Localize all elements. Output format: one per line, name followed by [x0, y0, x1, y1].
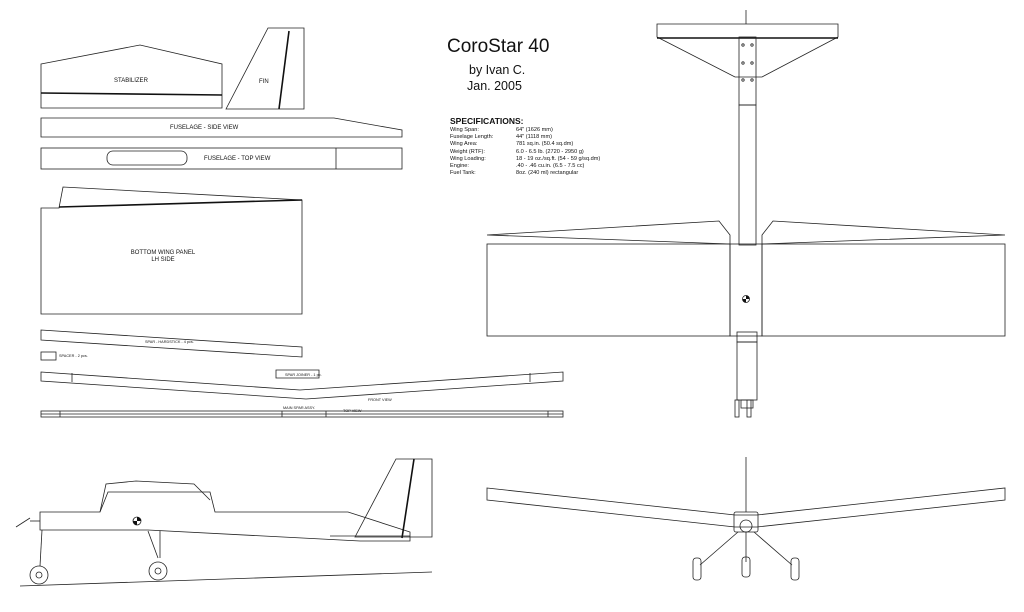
top-view-spar — [40, 410, 564, 418]
spec-value: 18 - 19 oz./sq.ft. (54 - 59 g/sq.dm) — [516, 155, 601, 162]
spec-label: Wing Area: — [450, 141, 478, 148]
aircraft-side-view — [15, 458, 433, 587]
spec-value: 781 sq.in. (50.4 sq.dm) — [516, 141, 574, 148]
spec-row: Weight (RTF): 6.0 - 6.5 lb. (2720 - 2950… — [450, 149, 600, 156]
stabilizer-label: STABILIZER — [114, 78, 148, 84]
spec-value: 6.0 - 6.5 lb. (2720 - 2950 g) — [516, 148, 584, 155]
spec-label: Fuel Tank: — [450, 170, 476, 177]
author: by Ivan C. — [469, 63, 526, 77]
spec-row: Wing Area: 781 sq.in. (50.4 sq.dm) — [450, 141, 600, 148]
spec-value: 64" (1626 mm) — [516, 127, 553, 133]
fuselage-top-part — [40, 147, 403, 170]
fuselage-side-label: FUSELAGE - SIDE VIEW — [170, 125, 239, 131]
spec-label: Wing Span: — [450, 127, 479, 133]
fin-part — [225, 27, 305, 110]
spec-label: Fuselage Length: — [450, 134, 494, 141]
wing-panel-label-line1: BOTTOM WING PANEL — [130, 250, 196, 256]
spar-joiner-label: SPAR JOINER - 1 pc. — [285, 373, 322, 377]
stabilizer-part — [40, 44, 223, 109]
spec-label: Weight (RTF): — [450, 148, 485, 155]
specifications-heading: SPECIFICATIONS: — [450, 116, 524, 126]
spec-value: 8oz. (240 ml) rectangular — [516, 170, 579, 177]
spar-joiner-part — [275, 369, 320, 379]
fuselage-side-part — [40, 117, 403, 138]
plan-date: Jan. 2005 — [467, 79, 522, 93]
spec-row: Fuselage Length: 44" (1118 mm) — [450, 134, 600, 141]
spec-value: .40 - .46 cu.in. (6.5 - 7.5 cc) — [516, 163, 585, 170]
top-view-label: TOP VIEW — [343, 409, 362, 413]
spec-value: 44" (1118 mm) — [516, 134, 552, 141]
aircraft-top-view — [486, 10, 1006, 418]
front-view-spar — [40, 371, 564, 400]
spacer-label: SPACER - 2 pcs. — [59, 354, 88, 358]
fin-label: FIN — [259, 79, 269, 85]
main-spar-assy-label: MAIN SPAR ASSY. — [283, 406, 316, 410]
plan-title: CoroStar 40 — [447, 36, 550, 57]
fuselage-top-label: FUSELAGE - TOP VIEW — [204, 156, 271, 162]
wing-panel-label-line2: LH SIDE — [151, 257, 175, 263]
spec-row: Wing Span: 64" (1626 mm) — [450, 127, 600, 134]
spar-hardstick-part — [40, 329, 303, 358]
wing-panel-part — [40, 186, 303, 315]
spec-label: Engine: — [450, 163, 469, 170]
spec-row: Wing Loading: 18 - 19 oz./sq.ft. (54 - 5… — [450, 156, 600, 163]
aircraft-front-view — [486, 457, 1006, 581]
spec-label: Wing Loading: — [450, 155, 486, 162]
spacer-part — [40, 351, 57, 361]
spec-row: Fuel Tank: 8oz. (240 ml) rectangular — [450, 170, 600, 177]
spec-row: Engine: .40 - .46 cu.in. (6.5 - 7.5 cc) — [450, 163, 600, 170]
front-view-label: FRONT VIEW — [368, 398, 392, 402]
specifications-table: Wing Span: 64" (1626 mm) Fuselage Length… — [450, 127, 600, 177]
spar-hardstick-label: SPAR - HARDSTICK - 4 pcs. — [145, 340, 194, 344]
